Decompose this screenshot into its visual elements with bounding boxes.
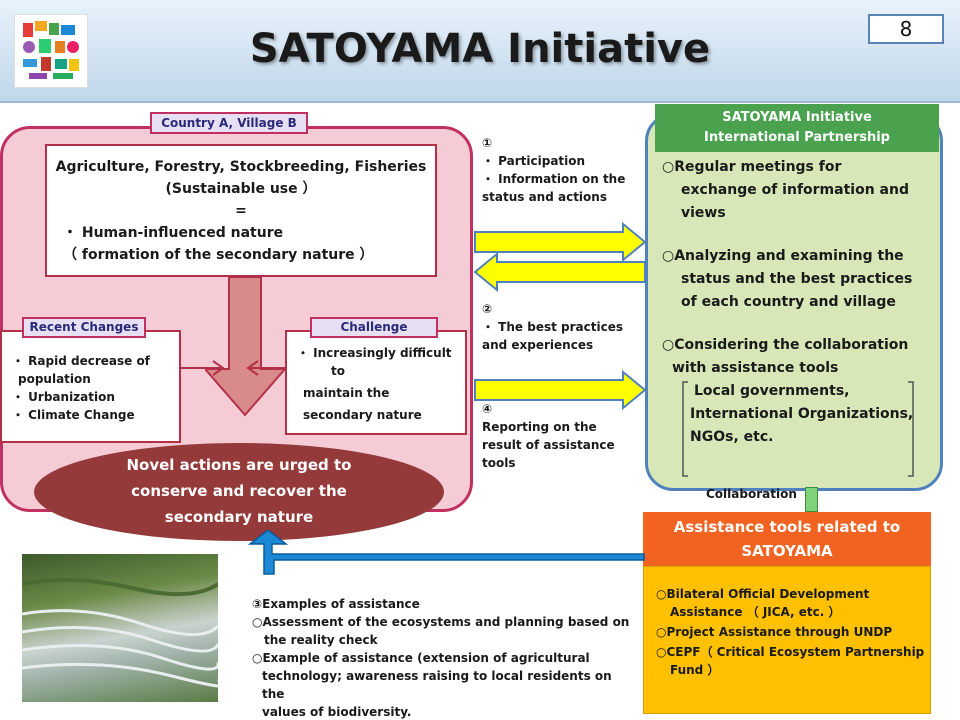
- yellow-left-arrow-icon: [473, 252, 646, 292]
- example-line: the reality check: [264, 633, 378, 647]
- assistance-item: ○CEPF（ Critical Ecosystem Partnership: [656, 645, 925, 659]
- example-line: ③Examples of assistance: [252, 597, 420, 611]
- recent-changes-box: ・ Rapid decrease of population ・ Urbaniz…: [0, 330, 181, 443]
- down-arrow-icon: [205, 277, 285, 417]
- page-number: 8: [868, 14, 944, 44]
- agriculture-box: Agriculture, Forestry, Stockbreeding, Fi…: [45, 144, 437, 277]
- agri-line-5: （ formation of the secondary nature ）: [63, 247, 374, 263]
- intl-partnership-panel: [645, 113, 943, 491]
- challenge-tag: Challenge: [310, 317, 438, 338]
- novel-line-1: Novel actions are urged to: [126, 456, 352, 474]
- intl-point-2-cont: status and the best practices: [681, 271, 913, 287]
- agri-line-1: Agriculture, Forestry, Stockbreeding, Fi…: [55, 159, 427, 175]
- challenge-item: maintain the: [303, 386, 390, 400]
- recent-changes-tag: Recent Changes: [22, 317, 146, 338]
- example-line: ○Assessment of the ecosystems and planni…: [252, 615, 630, 629]
- flow-2-line: and experiences: [482, 338, 594, 352]
- flow-4-line: tools: [482, 456, 516, 470]
- right-arrow-icon: [181, 360, 225, 376]
- challenge-item: to: [331, 364, 345, 378]
- novel-line-3: secondary nature: [164, 508, 314, 526]
- header-banner: [0, 0, 960, 103]
- assistance-header-line-1: Assistance tools related to: [673, 518, 901, 536]
- intl-tag-line-2: International Partnership: [704, 130, 890, 145]
- flow-1-line: status and actions: [482, 190, 607, 204]
- yellow-right-arrow-icon: [474, 370, 647, 410]
- challenge-item: ・ Increasingly difficult: [297, 346, 452, 360]
- flow-4-line: result of assistance: [482, 438, 615, 452]
- bracket-line: Local governments,: [694, 383, 850, 399]
- intl-point-1-cont: views: [681, 205, 726, 221]
- example-line: technology; awareness raising to local r…: [262, 669, 612, 701]
- example-line: values of biodiversity.: [262, 705, 412, 719]
- agri-line-2: (Sustainable use ）: [165, 181, 317, 197]
- recent-item: ・ Rapid decrease of: [12, 354, 150, 368]
- collaboration-label: Collaboration: [706, 487, 797, 501]
- intl-tag-line-1: SATOYAMA Initiative: [722, 110, 872, 125]
- assistance-item: Assistance （ JICA, etc. ）: [670, 605, 841, 619]
- rice-terrace-photo: [21, 554, 226, 702]
- assistance-body: ○Bilateral Official Development Assistan…: [643, 566, 931, 714]
- flow-4-number: ④: [482, 402, 493, 416]
- agri-line-3: =: [235, 203, 247, 219]
- intl-point-1-cont: exchange of information and: [681, 182, 909, 198]
- assistance-item: Fund ）: [670, 663, 720, 677]
- flow-4-text: ④ Reporting on the result of assistance …: [482, 400, 642, 472]
- blue-return-arrow-icon: [248, 530, 645, 575]
- bracket-line: International Organizations,: [690, 406, 914, 422]
- assistance-header: Assistance tools related to SATOYAMA: [643, 512, 931, 566]
- bracket-icon: [682, 381, 914, 477]
- examples-text: ③Examples of assistance ○Assessment of t…: [252, 595, 637, 720]
- flow-2-text: ② ・ The best practices and experiences: [482, 300, 642, 354]
- novel-line-2: conserve and recover the: [131, 482, 347, 500]
- intl-partnership-tag: SATOYAMA Initiative International Partne…: [655, 104, 939, 152]
- intl-point-2: ○Analyzing and examining the: [662, 248, 904, 264]
- intl-content: ○Regular meetings for exchange of inform…: [662, 156, 940, 380]
- yellow-right-arrow-icon: [474, 222, 647, 262]
- page-title: SATOYAMA Initiative: [249, 26, 711, 72]
- challenge-item: secondary nature: [303, 408, 422, 422]
- recent-item: ・ Climate Change: [12, 408, 135, 422]
- flow-1-number: ①: [482, 136, 493, 150]
- bracket-line: NGOs, etc.: [690, 429, 774, 445]
- left-arrow-icon: [246, 360, 286, 376]
- flow-1-line: ・ Participation: [482, 154, 586, 168]
- intl-point-3: ○Considering the collaboration: [662, 337, 909, 353]
- intl-point-1: ○Regular meetings for: [662, 159, 842, 175]
- country-tag: Country A, Village B: [150, 112, 308, 134]
- flow-2-line: ・ The best practices: [482, 320, 623, 334]
- flow-4-line: Reporting on the: [482, 420, 597, 434]
- agri-line-4: ・ Human-influenced nature: [63, 225, 284, 241]
- flow-2-number: ②: [482, 302, 493, 316]
- assistance-item: ○Bilateral Official Development: [656, 587, 870, 601]
- example-line: ○Example of assistance (extension of agr…: [252, 651, 590, 665]
- intl-point-2-cont: of each country and village: [681, 294, 896, 310]
- assistance-item: ○Project Assistance through UNDP: [656, 625, 893, 639]
- recent-item: ・ Urbanization: [12, 390, 115, 404]
- assistance-header-line-2: SATOYAMA: [741, 542, 833, 560]
- collaboration-connector: [805, 487, 818, 512]
- recent-item: population: [18, 372, 91, 386]
- challenge-box: ・ Increasingly difficult to maintain the…: [285, 330, 467, 435]
- bracket-list: Local governments, International Organiz…: [690, 380, 920, 449]
- flow-1-line: ・ Information on the: [482, 172, 626, 186]
- novel-actions-oval: Novel actions are urged to conserve and …: [34, 443, 444, 541]
- flow-1-text: ① ・ Participation ・ Information on the s…: [482, 134, 642, 206]
- intl-point-3-cont: with assistance tools: [672, 360, 839, 376]
- logo-icon: [14, 14, 88, 88]
